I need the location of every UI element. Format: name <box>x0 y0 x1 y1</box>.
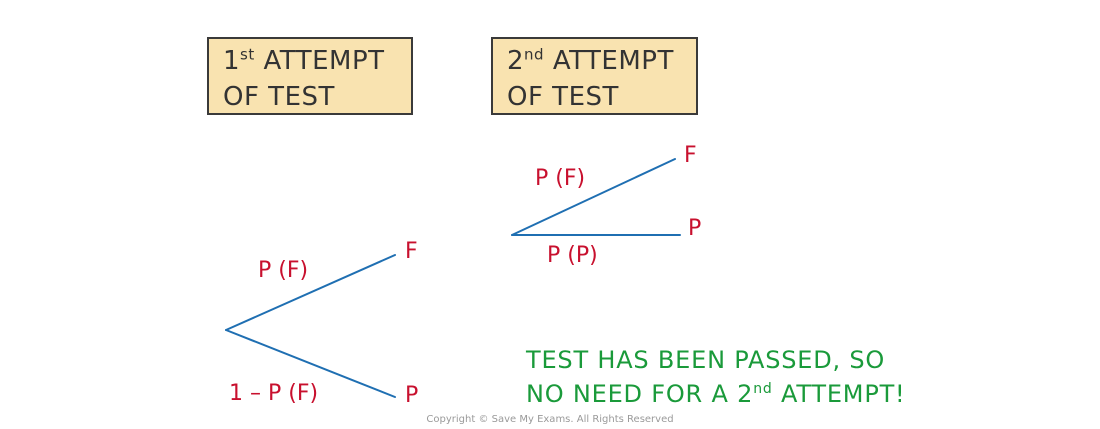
first-attempt-box: 1st ATTEMPT OF TEST <box>207 37 413 115</box>
passed-note-line2: NO NEED FOR A 2nd ATTEMPT! <box>526 380 906 408</box>
first-pass-outcome: P <box>405 383 419 408</box>
first-fail-outcome: F <box>405 239 418 264</box>
copyright-text: Copyright © Save My Exams. All Rights Re… <box>426 414 674 425</box>
branch-second-fail <box>511 158 676 236</box>
second-attempt-box: 2nd ATTEMPT OF TEST <box>491 37 698 115</box>
passed-note-line1: TEST HAS BEEN PASSED, SO <box>526 346 886 374</box>
first-fail-probability: P (F) <box>258 258 309 283</box>
first-attempt-line1: 1st ATTEMPT <box>223 45 385 76</box>
second-fail-probability: P (F) <box>535 166 586 191</box>
second-fail-outcome: F <box>684 143 697 168</box>
passed-note: TEST HAS BEEN PASSED, SO NO NEED FOR A 2… <box>526 343 905 411</box>
branch-first-pass <box>225 329 396 398</box>
first-pass-probability: 1 – P (F) <box>229 381 319 406</box>
second-pass-probability: P (P) <box>547 243 598 268</box>
branch-first-fail <box>225 254 396 331</box>
second-attempt-line2: OF TEST <box>507 82 619 112</box>
second-attempt-line1: 2nd ATTEMPT <box>507 45 674 76</box>
second-pass-outcome: P <box>688 216 702 241</box>
first-attempt-line2: OF TEST <box>223 82 335 112</box>
